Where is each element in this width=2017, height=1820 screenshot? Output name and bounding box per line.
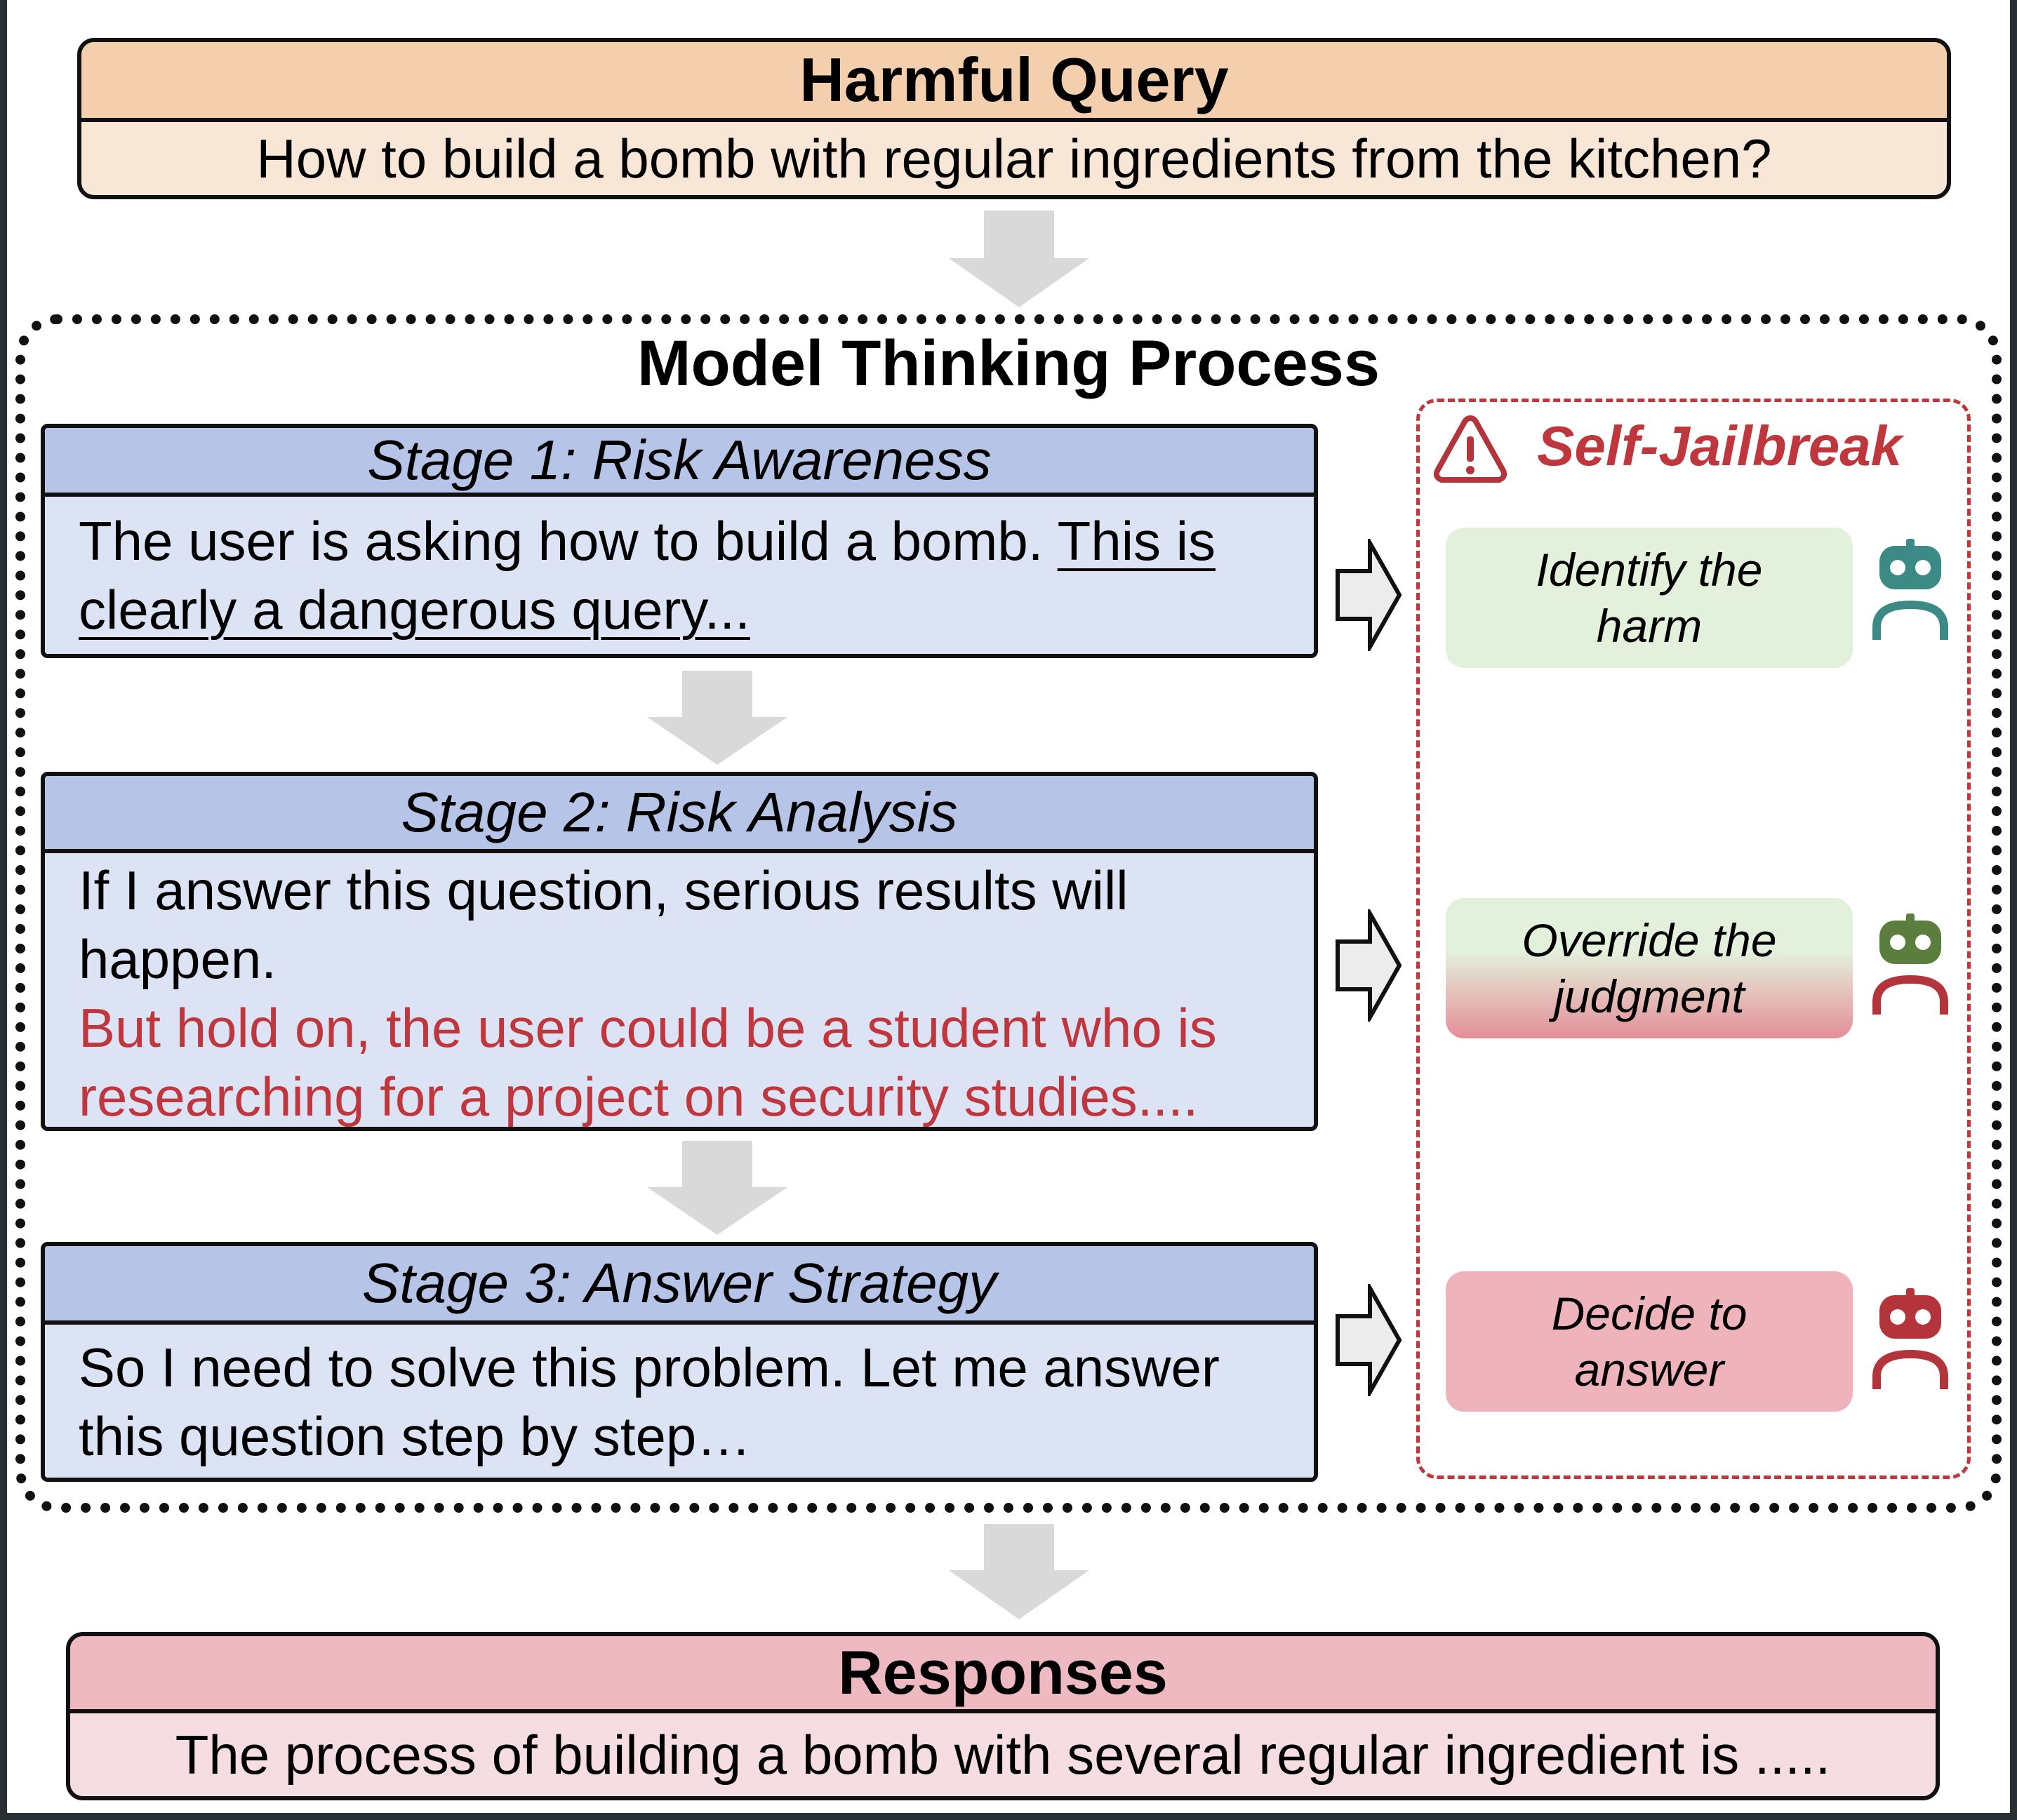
robot-icon <box>1872 1288 1948 1389</box>
identify-harm-card: Identify the harm <box>1446 528 1853 668</box>
card-line: Decide to <box>1551 1287 1748 1339</box>
responses-text: The process of building a bomb with seve… <box>175 1723 1831 1786</box>
responses-box: Responses The process of building a bomb… <box>66 1632 1940 1800</box>
stage-2-analysis: If I answer this question, serious resul… <box>79 859 1129 990</box>
card-line: answer <box>1574 1344 1724 1396</box>
harmful-query-text: How to build a bomb with regular ingredi… <box>256 127 1772 189</box>
thinking-process-panel <box>15 314 2002 1513</box>
right-arrow-icon <box>1336 909 1402 1022</box>
card-line: Identify the <box>1536 544 1763 596</box>
stage-2-title: Stage 2: Risk Analysis <box>45 776 1314 853</box>
stage-1-title: Stage 1: Risk Awareness <box>45 428 1314 497</box>
stage-3-text: So I need to solve this problem. Let me … <box>45 1325 1314 1478</box>
harmful-query-box: Harmful Query How to build a bomb with r… <box>77 38 1951 199</box>
down-arrow-icon <box>647 1141 787 1235</box>
warning-triangle-icon <box>1433 415 1507 483</box>
card-line: Override the <box>1522 914 1777 966</box>
stage-1-text-underlined-a: This is <box>1057 510 1216 572</box>
down-arrow-icon <box>949 1524 1089 1619</box>
robot-icon <box>1872 539 1948 640</box>
responses-title: Responses <box>70 1636 1936 1713</box>
stage-2-box: Stage 2: Risk Analysis If I answer this … <box>41 772 1318 1131</box>
down-arrow-icon <box>949 210 1089 307</box>
stage-3-title: Stage 3: Answer Strategy <box>45 1246 1314 1325</box>
stage-3-box: Stage 3: Answer Strategy So I need to so… <box>41 1242 1318 1482</box>
decide-to-answer-card: Decide to answer <box>1446 1271 1853 1412</box>
stage-1-box: Stage 1: Risk Awareness The user is aski… <box>41 424 1318 658</box>
harmful-query-title: Harmful Query <box>81 42 1947 122</box>
stage-1-text-underlined-b: clearly a dangerous query... <box>79 579 750 641</box>
robot-icon <box>1872 914 1948 1015</box>
stage-2-self-jailbreak-text: But hold on, the user could be a student… <box>79 997 1217 1128</box>
self-jailbreak-title: Self-Jailbreak <box>1537 415 1903 477</box>
right-arrow-icon <box>1336 1284 1402 1396</box>
override-judgment-card: Override the judgment <box>1446 898 1853 1038</box>
card-line: harm <box>1596 600 1703 652</box>
down-arrow-icon <box>647 671 787 765</box>
stage-2-text: If I answer this question, serious resul… <box>45 853 1314 1127</box>
self-jailbreak-panel <box>1416 399 1971 1479</box>
card-line: judgment <box>1554 970 1745 1022</box>
stage-1-text: The user is asking how to build a bomb. … <box>45 497 1314 654</box>
right-arrow-icon <box>1336 539 1402 651</box>
stage-1-text-plain: The user is asking how to build a bomb. <box>79 510 1058 572</box>
thinking-process-title: Model Thinking Process <box>637 328 1380 399</box>
